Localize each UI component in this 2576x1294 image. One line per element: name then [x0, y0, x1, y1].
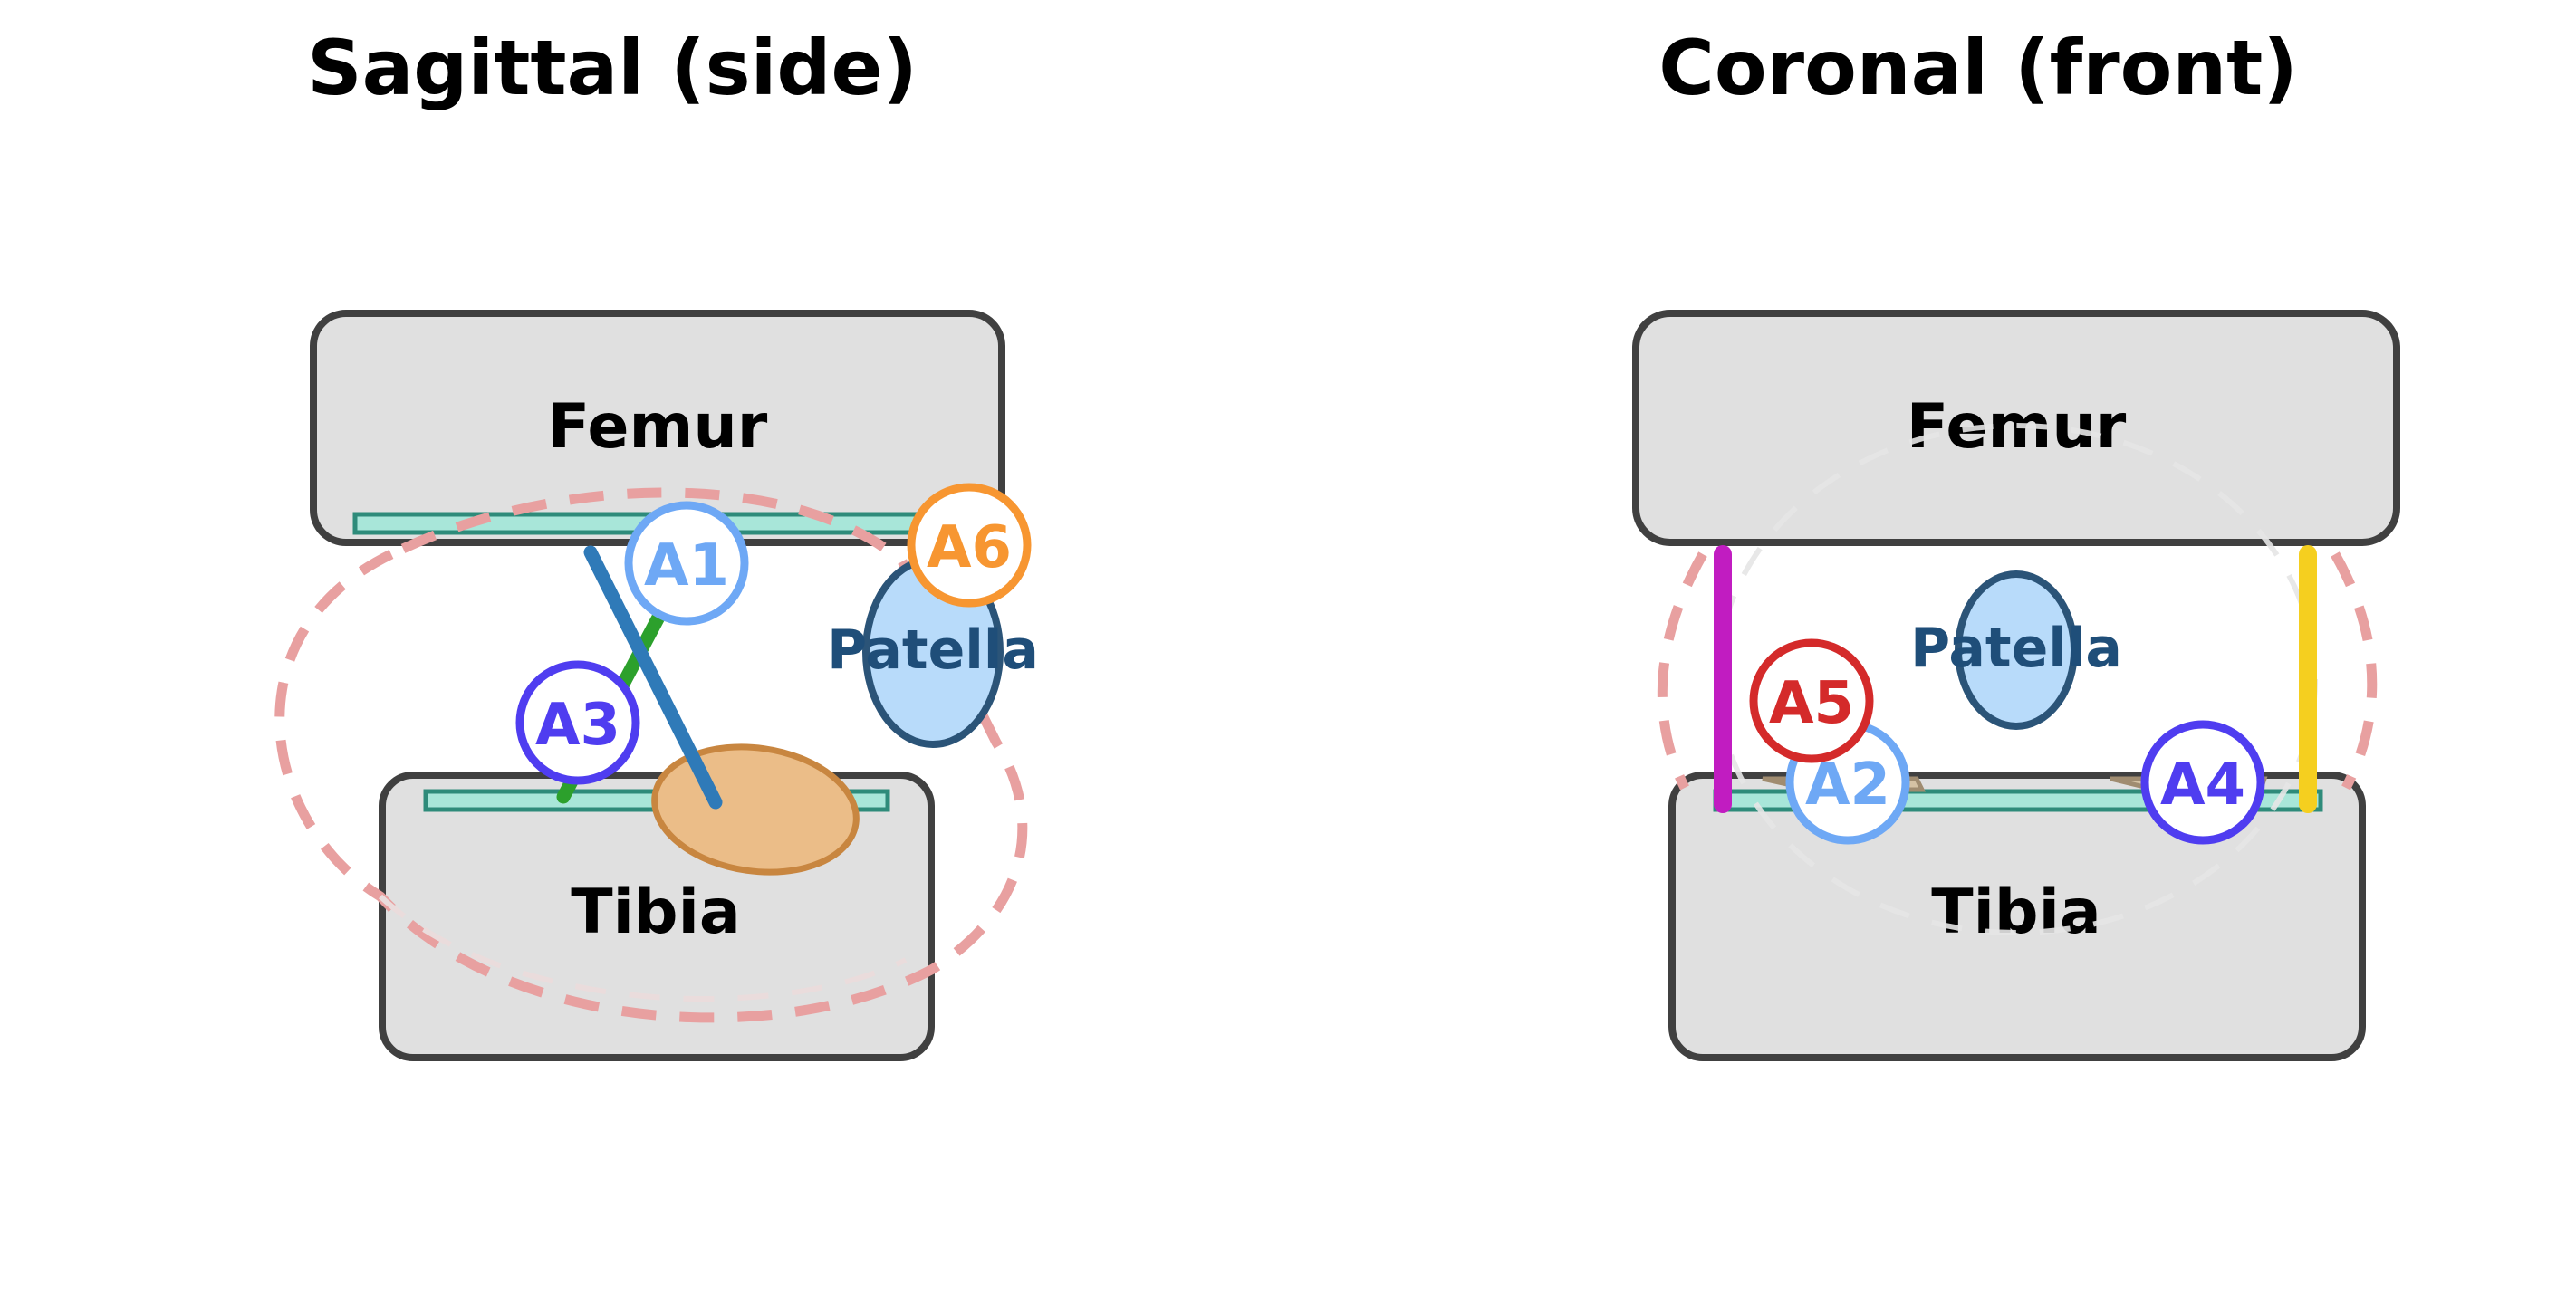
sagittal-title: Sagittal (side)	[307, 24, 918, 112]
coronal-patella-label: Patella	[1910, 617, 2122, 680]
sagittal-acl-ligament	[583, 545, 723, 810]
marker-a4: A4	[2140, 720, 2265, 845]
sagittal-capsule	[274, 487, 1028, 1023]
sagittal-femur-label: Femur	[548, 391, 768, 463]
sagittal-patella-label: Patella	[827, 618, 1039, 682]
marker-a2-label: A2	[1805, 752, 1890, 819]
coronal-patella	[1955, 570, 2078, 730]
coronal-tibia	[1668, 772, 2366, 1061]
marker-a3-label: A3	[535, 692, 620, 759]
sagittal-capsule-inner	[378, 894, 908, 1002]
coronal-femur-label: Femur	[1907, 391, 2127, 463]
marker-a3: A3	[515, 660, 640, 785]
marker-a1: A1	[624, 501, 749, 626]
coronal-tibia-label: Tibia	[1931, 877, 2101, 948]
marker-a6: A6	[907, 483, 1032, 608]
marker-a4-label: A4	[2160, 752, 2245, 819]
marker-a5-label: A5	[1769, 670, 1854, 737]
marker-a1-label: A1	[644, 532, 729, 599]
sagittal-panel: Sagittal (side) Femur Tibia Patella A1 A…	[274, 24, 1039, 1061]
coronal-title: Coronal (front)	[1658, 24, 2297, 112]
coronal-panel: Coronal (front) Femur Tibia Patella A2 A…	[1632, 24, 2400, 1061]
sagittal-tibia-label: Tibia	[571, 877, 741, 948]
marker-a6-label: A6	[927, 514, 1012, 581]
coronal-capsule	[1657, 551, 2378, 791]
marker-a5: A5	[1749, 638, 1874, 763]
